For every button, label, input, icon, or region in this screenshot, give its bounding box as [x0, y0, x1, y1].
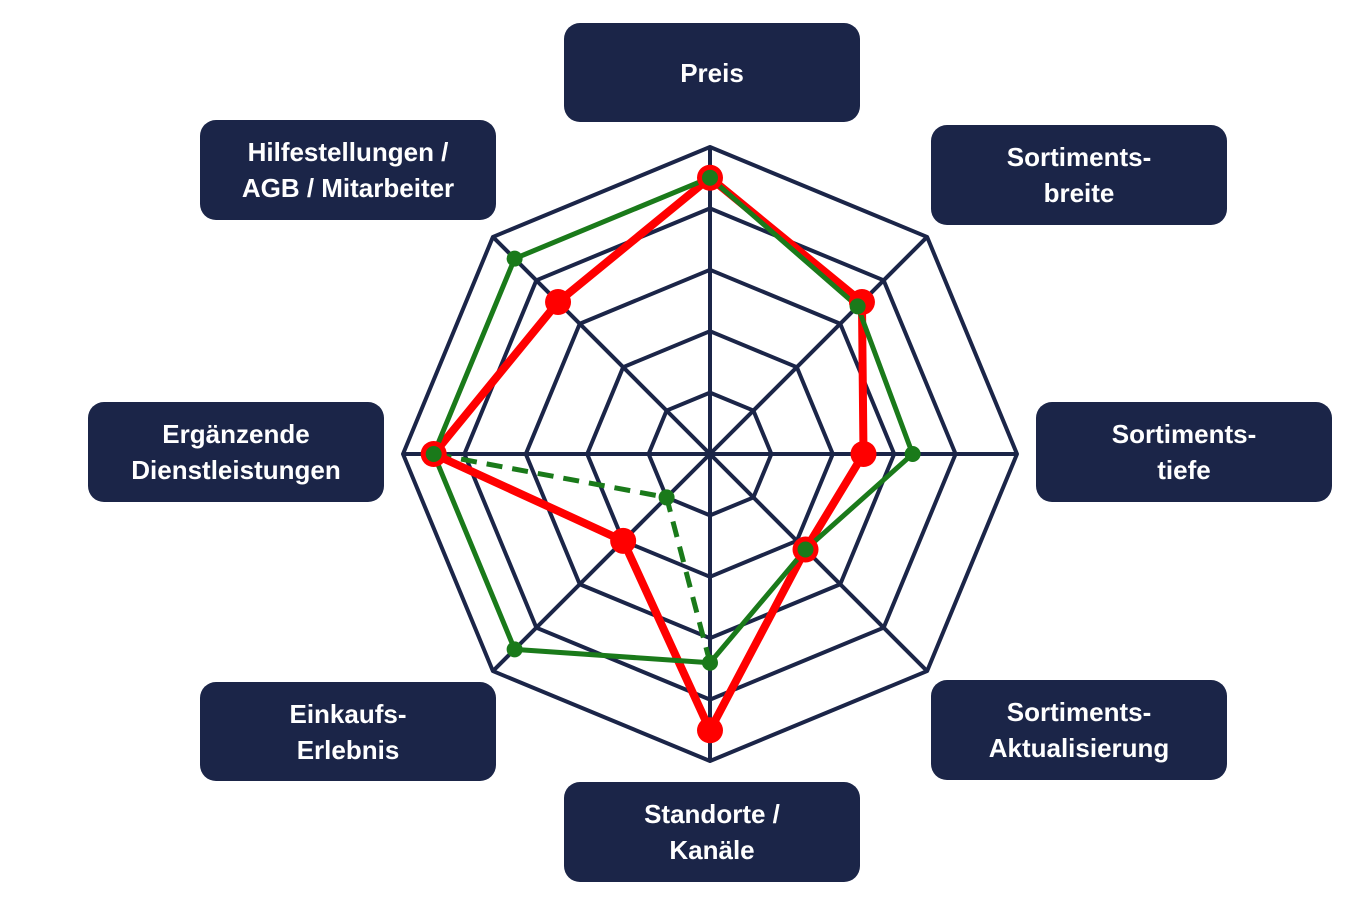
- series-green-point-0: [702, 169, 718, 186]
- series-green-point-7: [506, 250, 523, 267]
- axis-label-sortimentstiefe: Sortiments- tiefe: [1036, 402, 1332, 502]
- series-green-dashed-point: [658, 489, 675, 506]
- series-red-point-5: [610, 527, 637, 554]
- grid-spoke-7: [491, 235, 712, 456]
- axis-label-ergaenzende-dienstleistungen: Ergänzende Dienstleistungen: [88, 402, 384, 502]
- axis-label-einkaufserlebnis: Einkaufs- Erlebnis: [200, 682, 496, 781]
- grid-spoke-3: [708, 452, 929, 673]
- series-red-point-4: [697, 717, 723, 744]
- series-green-point-1: [849, 298, 866, 315]
- series-green-point-6: [425, 446, 442, 462]
- axis-label-hilfestellungen: Hilfestellungen / AGB / Mitarbeiter: [200, 120, 496, 220]
- axis-label-preis: Preis: [564, 23, 860, 122]
- axis-label-standorte-kanaele: Standorte / Kanäle: [564, 782, 860, 882]
- series-red-point-7: [545, 289, 572, 316]
- axis-label-sortimentsbreite: Sortiments- breite: [931, 125, 1227, 225]
- series-green-point-5: [506, 641, 523, 658]
- grid-spoke-1: [708, 235, 929, 456]
- grid-spoke-5: [491, 452, 712, 673]
- series-green-point-4: [702, 654, 718, 671]
- series-green-point-2: [904, 446, 921, 462]
- series-red-point-2: [850, 441, 877, 467]
- series-green-point-3: [797, 541, 814, 558]
- axis-label-sortimentsaktualisierung: Sortiments- Aktualisierung: [931, 680, 1227, 780]
